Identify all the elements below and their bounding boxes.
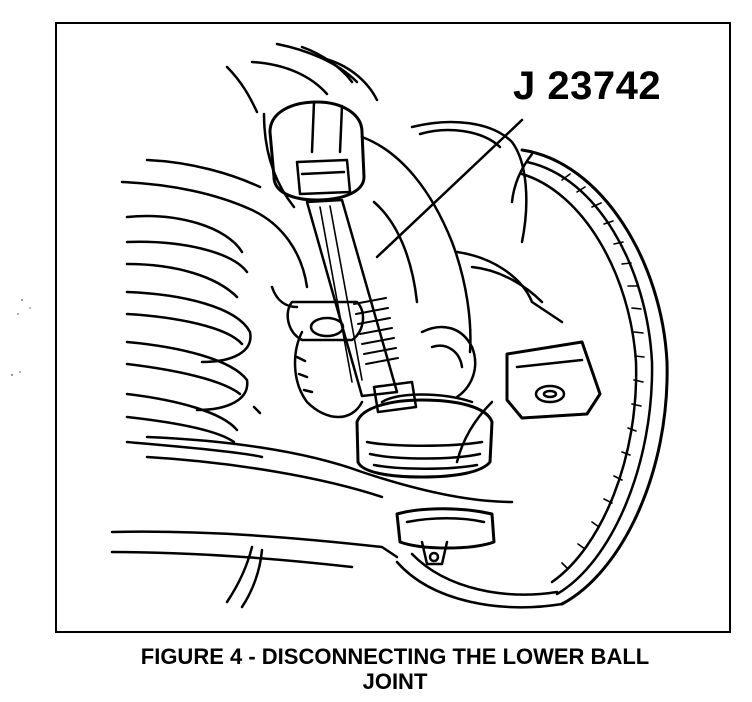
upper-nut — [268, 100, 366, 202]
steering-knuckle — [270, 135, 564, 419]
tool-callout-label: J 23742 — [513, 64, 662, 108]
tie-rod-end — [455, 340, 602, 464]
frame-contours — [120, 42, 528, 289]
scan-specks — [0, 280, 50, 390]
ball-joint — [355, 393, 494, 479]
ball-joint-separator-tool — [305, 198, 418, 414]
leader-line — [375, 118, 524, 259]
figure-caption: FIGURE 4 - DISCONNECTING THE LOWER BALL … — [40, 644, 750, 694]
figure-frame — [55, 22, 731, 633]
coil-spring — [125, 214, 264, 459]
suspension-illustration — [110, 42, 669, 609]
caption-line-1: FIGURE 4 - DISCONNECTING THE LOWER BALL — [140, 644, 650, 669]
lower-control-arm — [110, 435, 514, 609]
brake-rotor — [395, 148, 669, 609]
caption-line-2: JOINT — [362, 669, 428, 694]
